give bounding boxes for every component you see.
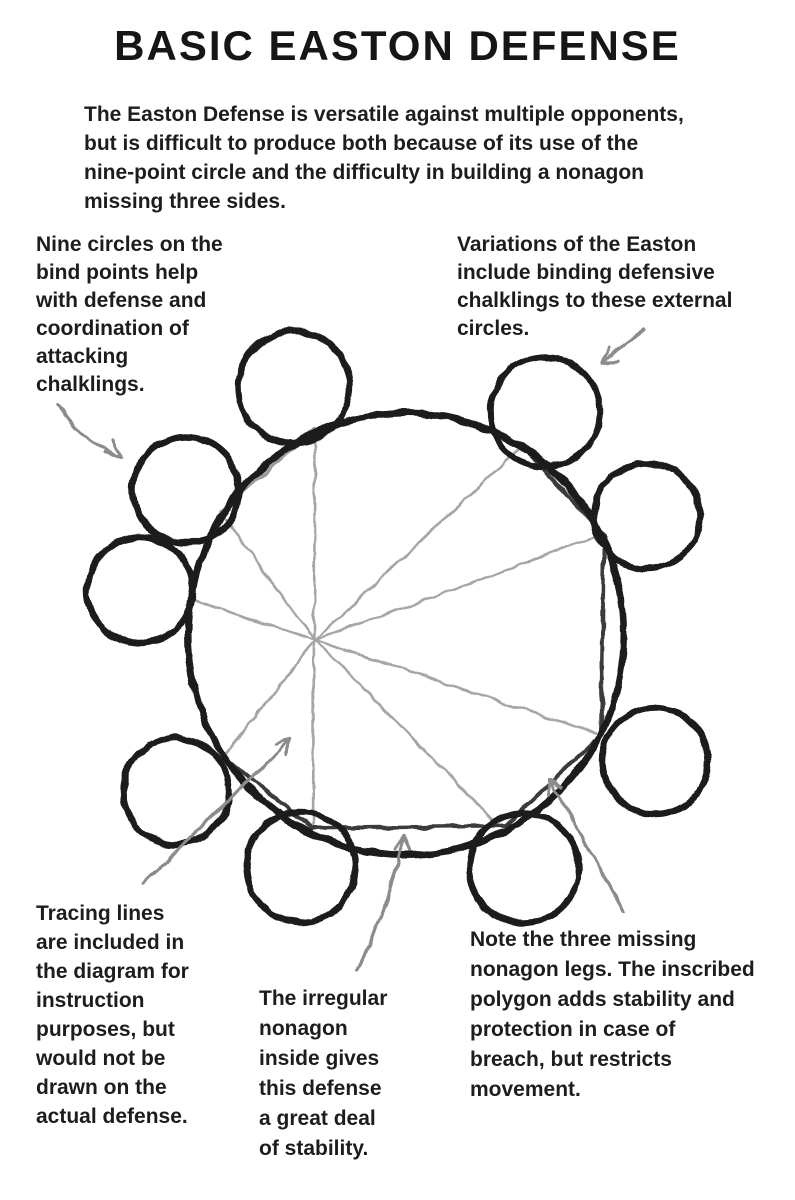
text-line: nonagon legs. The inscribed	[470, 958, 755, 981]
tracing-line	[311, 427, 317, 835]
annotation-missing-legs: Note the three missing nonagon legs. The…	[470, 925, 755, 1105]
text-line: bind points help	[36, 261, 199, 284]
tracing-line	[222, 638, 317, 759]
text-line: Tracing lines	[36, 902, 165, 925]
arrowhead-icon	[393, 834, 412, 852]
bind-circle-bottom-right	[465, 809, 583, 927]
text-line: The irregular	[259, 987, 388, 1010]
annotation-tracing-lines: Tracing lines are included in the diagra…	[36, 899, 189, 1131]
text-line: attacking	[36, 345, 129, 368]
text-line: a great deal	[259, 1107, 376, 1130]
text-line: but is difficult to produce both because…	[84, 132, 639, 155]
tracing-line	[313, 638, 603, 737]
annotation-arrows	[55, 329, 646, 973]
text-line: nonagon	[259, 1017, 348, 1040]
bind-circle-right-upper	[590, 459, 704, 573]
arrow-nine-circles	[55, 402, 120, 458]
text-line: instruction	[36, 989, 145, 1012]
text-line: of stability.	[259, 1137, 369, 1160]
arrowhead-icon	[102, 439, 123, 459]
main-circle	[184, 409, 628, 859]
text-line: The Easton Defense is versatile against …	[84, 103, 684, 126]
text-line: chalklings to these external	[457, 289, 733, 312]
arrow-irregular-nonagon	[355, 834, 406, 973]
arrowhead-icon	[600, 346, 620, 364]
tracing-line	[187, 597, 317, 642]
bind-circles	[83, 327, 712, 927]
text-line: movement.	[470, 1078, 581, 1101]
tracing-lines	[187, 427, 606, 835]
arrow-tracing-lines	[141, 737, 293, 886]
bind-circle-left	[83, 533, 197, 647]
text-line: include binding defensive	[457, 261, 715, 284]
text-line: this defense	[259, 1077, 382, 1100]
text-line: coordination of	[36, 317, 189, 340]
text-line: are included in	[36, 931, 185, 954]
text-line: nine-point circle and the difficulty in …	[84, 161, 644, 184]
intro-paragraph: The Easton Defense is versatile against …	[84, 100, 684, 216]
text-line: circles.	[457, 317, 530, 340]
text-line: Variations of the Easton	[457, 233, 697, 256]
text-line: breach, but restricts	[470, 1048, 672, 1071]
arrow-variations	[600, 329, 646, 364]
annotation-irregular-nonagon: The irregular nonagon inside gives this …	[259, 984, 387, 1164]
arrowhead-icon	[273, 737, 293, 757]
page-title: BASIC EASTON DEFENSE	[114, 22, 681, 69]
arrow-missing-legs	[547, 777, 626, 913]
bind-circle-upper-left	[129, 433, 243, 547]
text-line: actual defense.	[36, 1105, 188, 1128]
tracing-line	[313, 638, 505, 832]
text-line: Note the three missing	[470, 928, 697, 951]
annotation-nine-circles: Nine circles on the bind points help wit…	[36, 231, 223, 399]
tracing-line	[218, 510, 317, 642]
text-line: chalklings.	[36, 373, 145, 396]
bind-circle-bottom-left	[242, 808, 360, 926]
bind-circle-top	[234, 327, 354, 447]
annotation-variations: Variations of the Easton include binding…	[457, 231, 732, 343]
text-line: would not be	[36, 1047, 166, 1070]
text-line: Nine circles on the	[36, 233, 223, 256]
bind-circle-right-lower	[598, 704, 712, 818]
bind-circle-top-right	[486, 353, 604, 471]
text-line: polygon adds stability and	[470, 988, 735, 1011]
arrowhead-icon	[547, 777, 564, 797]
nonagon-edges	[222, 444, 606, 830]
text-line: inside gives	[259, 1047, 380, 1070]
bind-circle-lower-left	[119, 734, 233, 848]
tracing-line	[313, 532, 606, 642]
text-line: drawn on the	[36, 1076, 167, 1099]
text-line: protection in case of	[470, 1018, 676, 1041]
text-line: purposes, but	[36, 1018, 175, 1041]
text-line: with defense and	[36, 289, 207, 312]
text-line: the diagram for	[36, 960, 189, 983]
text-line: missing three sides.	[84, 190, 286, 213]
tracing-line	[313, 444, 524, 642]
